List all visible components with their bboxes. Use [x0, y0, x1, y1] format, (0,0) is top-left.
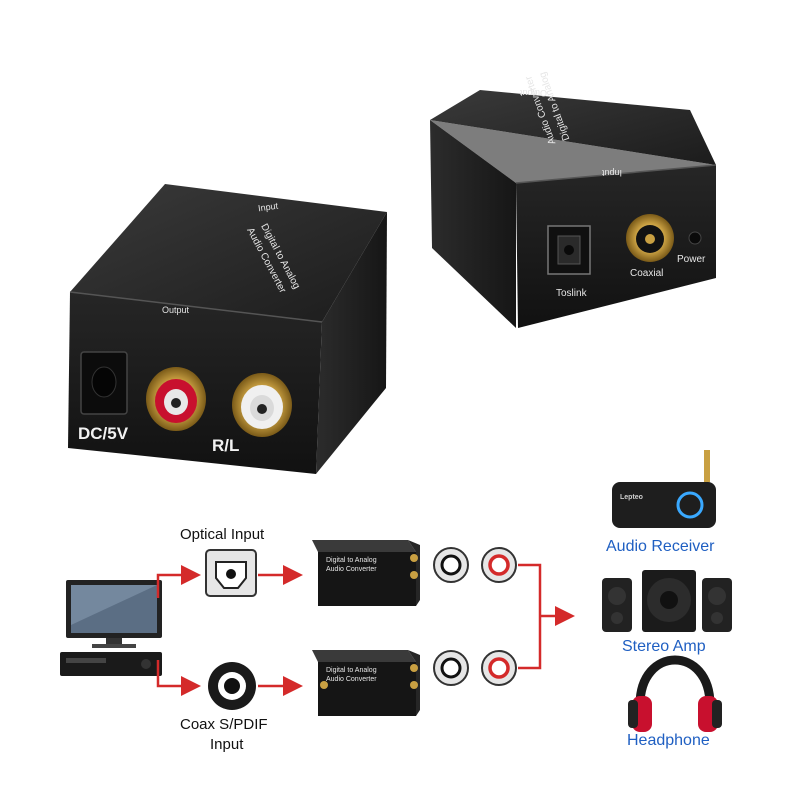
headphone-icon: [628, 655, 722, 732]
rca-output-pair-bottom: [433, 650, 517, 686]
power-label: Power: [677, 254, 706, 265]
receiver-brand-label: Lepteo: [620, 494, 643, 501]
coax-input-label-line1: Coax S/PDIF: [180, 716, 268, 733]
back-unit-input-label: Input: [602, 168, 623, 178]
coaxial-label: Coaxial: [630, 268, 664, 279]
front-unit-side: [316, 212, 387, 474]
coax-port-icon: [208, 662, 256, 710]
front-unit-output-label: Output: [162, 305, 190, 315]
coaxial-port: [626, 214, 674, 262]
mini-unit-top-line2: Audio Converter: [326, 566, 377, 573]
back-unit-face: [516, 165, 716, 328]
power-led: [688, 231, 702, 245]
audio-receiver-label: Audio Receiver: [606, 538, 715, 555]
audio-receiver-icon: [612, 450, 716, 528]
front-unit-top: [70, 184, 387, 322]
optical-input-label: Optical Input: [180, 526, 265, 543]
dc-5v-label: DC/5V: [78, 424, 129, 443]
mini-unit-bottom-line2: Audio Converter: [326, 676, 377, 683]
rca-output-pair-top: [433, 547, 517, 583]
stereo-speakers-icon: [602, 570, 732, 632]
stereo-amp-label: Stereo Amp: [622, 638, 706, 655]
back-unit-side: [430, 120, 516, 328]
back-converter-unit: [430, 90, 717, 328]
headphone-label: Headphone: [627, 732, 710, 749]
mini-converter-bottom: [312, 650, 420, 716]
optical-port-icon: [205, 549, 257, 597]
mini-unit-top-line1: Digital to Analog: [326, 557, 377, 564]
tv-icon: [66, 580, 162, 648]
rl-label: R/L: [212, 436, 240, 455]
dvd-player-icon: [60, 652, 162, 676]
rca-white-socket: [232, 373, 292, 437]
coax-input-label-line2: Input: [210, 736, 244, 753]
toslink-label: Toslink: [556, 288, 587, 299]
front-converter-unit: [68, 184, 387, 474]
rca-red-socket: [146, 367, 206, 431]
mini-unit-bottom-line1: Digital to Analog: [326, 667, 377, 674]
toslink-port: [547, 225, 591, 275]
mini-converter-top: [312, 540, 420, 606]
signal-arrows: [156, 563, 575, 696]
